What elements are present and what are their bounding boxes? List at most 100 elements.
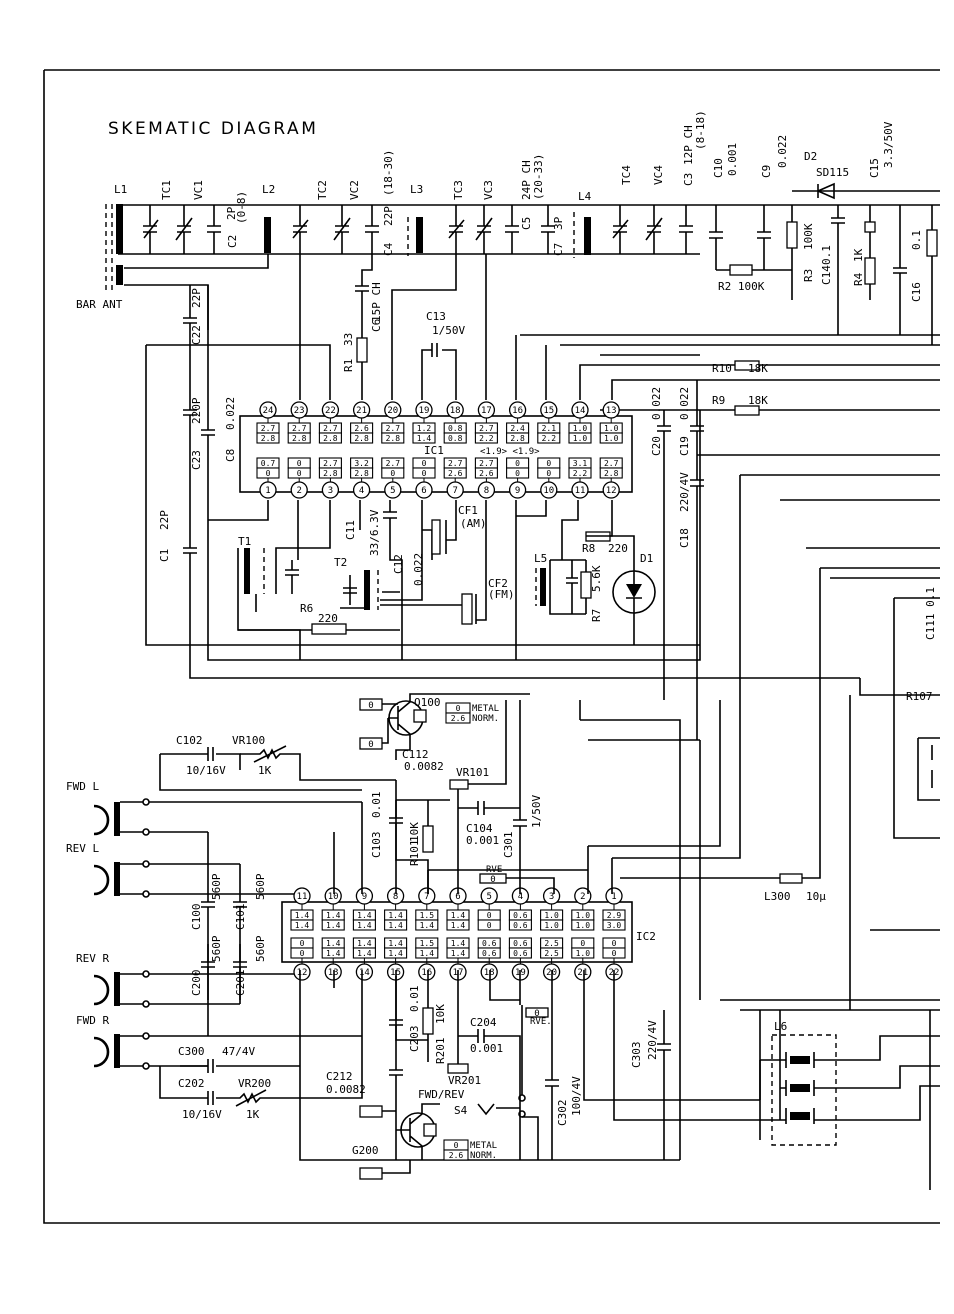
coil-L3 [416, 217, 423, 253]
ic2-pin-number: 10 [328, 892, 339, 902]
label-CF2-mode: (FM) [488, 588, 515, 601]
ic2-pin-3: 3 [542, 887, 561, 905]
ic1-voltage-play: 2.4 [510, 424, 525, 433]
ic2-voltage-box: 1.41.4 [384, 909, 408, 931]
label-C3: C3 [682, 173, 695, 186]
ic2-pin-11: 11 [293, 887, 311, 905]
ic1-pin-12: 12 [602, 481, 620, 499]
ic2-voltage-play: 1.5 [420, 939, 435, 948]
ic1-pin-24: 24 [259, 401, 277, 419]
ic2-voltage-box: 1.41.4 [352, 937, 376, 959]
ic1-voltage-play: 0 [297, 459, 302, 468]
ic1-voltage-box: 3.12.2 [568, 457, 592, 479]
ic1-pin-number: 19 [419, 406, 430, 416]
label-C16-value: 0.1 [910, 230, 923, 250]
ic2-voltage-box: 1.01.0 [571, 909, 595, 931]
svg-text:2.6: 2.6 [449, 1151, 464, 1160]
label-C18-value: 220/4V [678, 472, 691, 512]
pot-VR101 [449, 779, 469, 790]
ic1-pin-1: 1 [259, 481, 277, 499]
ic1-voltage-rec: 0 [390, 469, 395, 478]
ic2-pin-number: 8 [393, 892, 398, 902]
ic1-voltage-box: 0.70 [256, 457, 280, 479]
ic1-voltage-rec: 2.8 [354, 434, 369, 443]
ic1-voltage-box: 2.72.8 [287, 422, 311, 444]
ic1-pin-15: 15 [540, 401, 558, 419]
label-C23-value: 220P [190, 397, 203, 424]
ic2-voltage-play: 1.4 [295, 911, 310, 920]
label-CF1-mode: (AM) [460, 517, 487, 530]
label-C4-range: (18-30) [382, 150, 395, 196]
label-C19-value: 0.022 [678, 387, 691, 420]
ic1-voltage-play: 2.6 [354, 424, 369, 433]
ic1-pin-number: 3 [328, 486, 333, 496]
ic1-pin-number: 9 [515, 486, 520, 496]
label-R107: R107 [906, 690, 933, 703]
label-C4-value: 22P [382, 206, 395, 226]
label-C8: C8 [224, 449, 237, 462]
label-C9: C9 [760, 165, 773, 178]
label-C202-value: 10/16V [182, 1108, 222, 1121]
ic1-pin-number: 10 [543, 486, 554, 496]
ic1-voltage-play: 2.7 [479, 424, 494, 433]
ic1-pin-number: 2 [296, 486, 301, 496]
label-fwd-rev: FWD/REV [418, 1088, 465, 1101]
resistor-R6 [311, 623, 347, 635]
ic2-voltage-box: 1.41.4 [321, 909, 345, 931]
resistor-R3 [786, 221, 798, 249]
ic1-voltage-rec: 2.2 [542, 434, 557, 443]
ic1-voltage-play: 0.7 [261, 459, 276, 468]
ic2-voltage-play: 1.4 [326, 911, 341, 920]
ic1-pin-23: 23 [290, 401, 308, 419]
label-C13: C13 [426, 310, 446, 323]
ic1-voltage-rec: 0 [422, 469, 427, 478]
resistor-R2 [729, 264, 753, 276]
ic1-pin-number: 14 [575, 406, 586, 416]
label-R2: R2 100K [718, 280, 765, 293]
label-C201-value: 560P [254, 935, 267, 962]
ic2-voltage-rec: 2.5 [544, 949, 559, 958]
ic2-pin-number: 7 [424, 892, 429, 902]
ic1-pin-7: 7 [446, 481, 464, 499]
ic2-pin-number: 14 [359, 968, 370, 978]
ic2-voltage-box: 2.93.0 [602, 909, 626, 931]
label-R1: R1 [342, 359, 355, 372]
label-C18: C18 [678, 528, 691, 548]
ic2-voltage-rec: 0.6 [482, 949, 497, 958]
transistor-Q200 [396, 1103, 440, 1160]
resistor-R4 [864, 257, 876, 285]
ic1-pin-number: 21 [356, 406, 367, 416]
transformer-T2 [340, 570, 400, 610]
ic1-voltage-play: 2.7 [292, 424, 307, 433]
ic1-voltage-rec: 0 [515, 469, 520, 478]
label-VC4: VC4 [652, 165, 665, 185]
label-C112: C112 [402, 748, 429, 761]
label-R4-value: 1K [852, 248, 865, 262]
rve-value: 0 [490, 875, 495, 885]
ic1-voltage-rec: 2.8 [510, 434, 525, 443]
label-C204: C204 [470, 1016, 497, 1029]
label-C111: C111 0.1 [924, 587, 937, 640]
ic1-voltage-box: 00 [506, 457, 530, 479]
label-VC3: VC3 [482, 180, 495, 200]
coil-L300 [779, 873, 803, 884]
label-C303-value: 220/4V [646, 1020, 659, 1060]
ic1-voltage-box: 00 [537, 457, 561, 479]
ic2-pin-number: 4 [518, 892, 523, 902]
ic1-pin-number: 7 [452, 486, 457, 496]
ic1-voltage-rec: 1.0 [604, 434, 619, 443]
ic1-voltage-play: 2.7 [386, 424, 401, 433]
label-C302-value: 100/4V [570, 1076, 583, 1116]
label-S4: S4 [454, 1104, 468, 1117]
ic1-voltage-play: 2.7 [448, 459, 463, 468]
ic1-pin-4: 4 [352, 481, 371, 499]
ic1-voltage-play: 2.7 [261, 424, 276, 433]
ic2-voltage-rec: 1.4 [357, 949, 372, 958]
resistor-right [926, 229, 938, 257]
tape-section: Q100 0 0 0 2.6 METAL NORM. C112 0.0082 C… [66, 475, 940, 1190]
label-R9: R9 [712, 394, 725, 407]
label-fwd-l: FWD L [66, 780, 99, 793]
ic2-voltage-rec: 1.0 [576, 921, 591, 930]
led-D1 [586, 535, 656, 645]
